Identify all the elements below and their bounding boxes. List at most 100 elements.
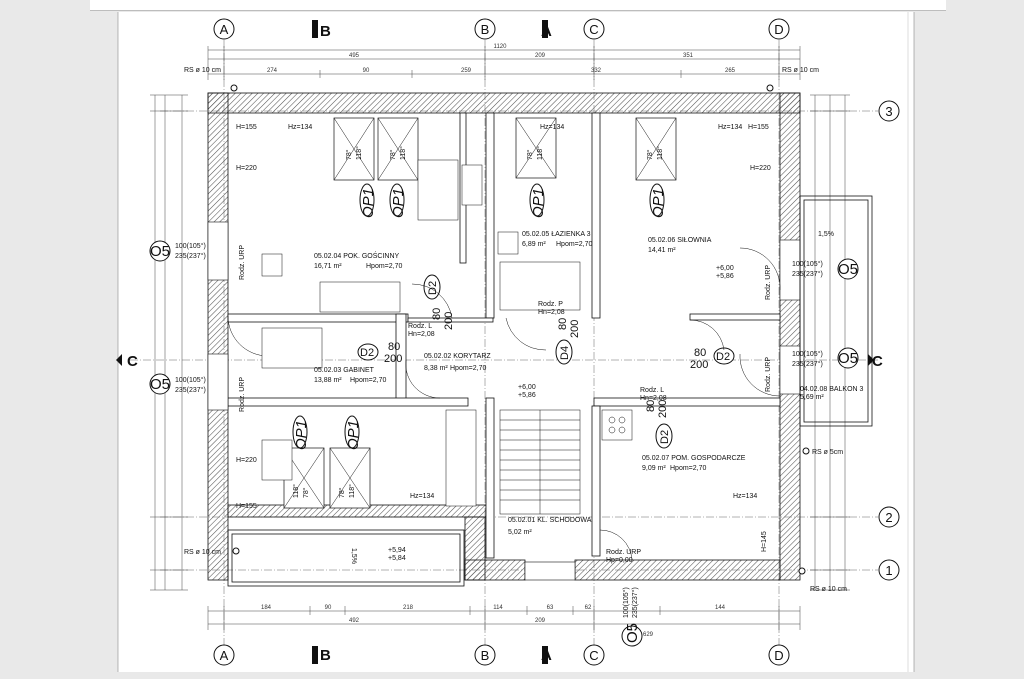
height-label: Hz=134: [718, 124, 742, 131]
axis-bubble-3: 3: [878, 100, 900, 122]
svg-text:235(237°): 235(237°): [175, 386, 206, 394]
svg-text:Hpom=2,70: Hpom=2,70: [350, 377, 386, 384]
svg-text:B: B: [320, 647, 331, 664]
svg-text:13,88 m²: 13,88 m²: [314, 377, 342, 384]
dim-bottom-6: 62: [585, 605, 592, 611]
svg-text:C: C: [127, 353, 138, 370]
dim-bottom-10: 629: [643, 632, 654, 638]
height-label: Hz=134: [733, 493, 757, 500]
room-lazienka: 05.02.05 ŁAZIENKA 3 6,89 m² Hpom=2,70: [522, 231, 592, 248]
d2-door-marker: D2 80 200: [690, 347, 735, 371]
section-marker-c-right: C: [868, 353, 883, 370]
hp-label: Hp=0,00: [606, 557, 633, 564]
balcony-outline: [799, 195, 873, 427]
slope-label: 1,5%: [818, 231, 834, 238]
op1-marker: OP1: [359, 183, 377, 218]
svg-text:8,38 m²: 8,38 m²: [424, 365, 448, 372]
axis-bubble-C-top: C: [583, 18, 605, 40]
svg-text:100(105°): 100(105°): [175, 376, 206, 384]
op1-marker: OP1: [389, 183, 407, 218]
rs-downpipe-left: [230, 84, 238, 92]
dim-top-4: 274: [267, 68, 278, 74]
section-marker-b-top: B: [312, 20, 331, 40]
svg-text:80: 80: [557, 318, 569, 330]
svg-text:100(105°): 100(105°): [622, 587, 630, 618]
op1-marker: OP1: [292, 415, 310, 450]
exterior-walls: [207, 92, 801, 581]
section-marker-c-left: C: [116, 353, 138, 370]
svg-text:80: 80: [694, 347, 706, 359]
svg-text:14,41 m²: 14,41 m²: [648, 247, 676, 254]
svg-text:235(237°): 235(237°): [792, 360, 823, 368]
svg-text:C: C: [872, 353, 883, 370]
svg-text:16,71 m²: 16,71 m²: [314, 263, 342, 270]
svg-text:200: 200: [690, 359, 708, 371]
svg-text:05.02.06 SIŁOWNIA: 05.02.06 SIŁOWNIA: [648, 237, 712, 244]
d4-door-marker: D4 80 200: [555, 318, 581, 365]
svg-text:O5: O5: [838, 261, 858, 278]
svg-text:Hpom=2,70: Hpom=2,70: [556, 241, 592, 248]
level-label: +5,84: [388, 555, 406, 562]
roof-window-width: 118°: [292, 484, 300, 498]
svg-text:A: A: [220, 648, 229, 663]
dim-top-8: 265: [725, 68, 736, 74]
dimension-chains-top: [207, 46, 801, 80]
hn-label: Hn=2,08: [408, 331, 435, 338]
level-label: +6,00: [716, 265, 734, 272]
svg-text:O5: O5: [150, 243, 170, 260]
rs-label: RS ø 5cm: [812, 449, 843, 456]
d2-door-marker: D2 80 200: [423, 274, 455, 330]
svg-text:2: 2: [885, 510, 892, 525]
dim-top-6: 259: [461, 68, 472, 74]
svg-text:80: 80: [645, 400, 657, 412]
svg-text:B: B: [481, 648, 490, 663]
svg-text:B: B: [320, 23, 331, 40]
rs-label-terrace: RS ø 10 cm: [184, 549, 221, 556]
svg-text:6,89 m²: 6,89 m²: [522, 241, 546, 248]
section-marker-a-bottom: A: [541, 646, 552, 664]
o5-window-marker-right-lower: O5 100(105°) 235(237°): [792, 347, 859, 369]
roof-window-width: 118°: [399, 146, 407, 160]
roof-window-width: 118°: [355, 146, 363, 160]
height-label: H=145: [761, 531, 768, 552]
axis-bubble-B-bottom: B: [474, 644, 496, 666]
svg-text:Hpom=2,70: Hpom=2,70: [366, 263, 402, 270]
axis-bubble-C-bottom: C: [583, 644, 605, 666]
rs-downpipe: [232, 547, 240, 555]
svg-text:100(105°): 100(105°): [175, 242, 206, 250]
roof-window-width: 118°: [348, 484, 356, 498]
axis-bubble-1: 1: [878, 559, 900, 581]
room-goscinny: 05.02.04 POK. GOŚCINNY 16,71 m² Hpom=2,7…: [314, 251, 402, 270]
dim-top-7: 332: [591, 68, 602, 74]
room-gospodarcze: 05.02.07 POM. GOSPODARCZE 9,09 m² Hpom=2…: [642, 455, 746, 472]
staircase: [499, 409, 581, 515]
svg-text:05.02.04 POK. GOŚCINNY: 05.02.04 POK. GOŚCINNY: [314, 251, 400, 260]
svg-text:D4: D4: [559, 346, 571, 360]
o5-window-marker-left-lower: O5 100(105°) 235(237°): [149, 373, 206, 395]
svg-text:D: D: [774, 22, 783, 37]
height-label: Hz=134: [540, 124, 564, 131]
dimension-chains-bottom: [207, 606, 801, 630]
room-gabinet: 05.02.03 GABINET 13,88 m² Hpom=2,70: [314, 367, 386, 384]
room-silownia: 05.02.06 SIŁOWNIA 14,41 m²: [648, 237, 712, 254]
svg-text:OP1: OP1: [293, 420, 310, 450]
rs-label-left: RS ø 10 cm: [184, 67, 221, 74]
svg-text:C: C: [589, 22, 598, 37]
level-label: +5,94: [388, 547, 406, 554]
rodz-label: Rodz. URP: [239, 377, 246, 412]
furniture: [261, 159, 633, 507]
svg-text:100(105°): 100(105°): [792, 350, 823, 358]
op1-marker: OP1: [529, 183, 547, 218]
o5-window-marker-left-upper: O5 100(105°) 235(237°): [149, 240, 206, 262]
svg-text:D: D: [774, 648, 783, 663]
roof-window-width: 118°: [536, 146, 544, 160]
o5-window-marker-right-upper: O5 100(105°) 235(237°): [792, 258, 859, 280]
svg-text:OP1: OP1: [345, 420, 362, 450]
dim-top-5: 90: [363, 68, 370, 74]
dim-top-2: 209: [535, 53, 546, 59]
height-label: H=155: [236, 124, 257, 131]
axis-bubble-D-bottom: D: [768, 644, 790, 666]
svg-text:O5: O5: [838, 350, 858, 367]
axis-bubble-2: 2: [878, 506, 900, 528]
